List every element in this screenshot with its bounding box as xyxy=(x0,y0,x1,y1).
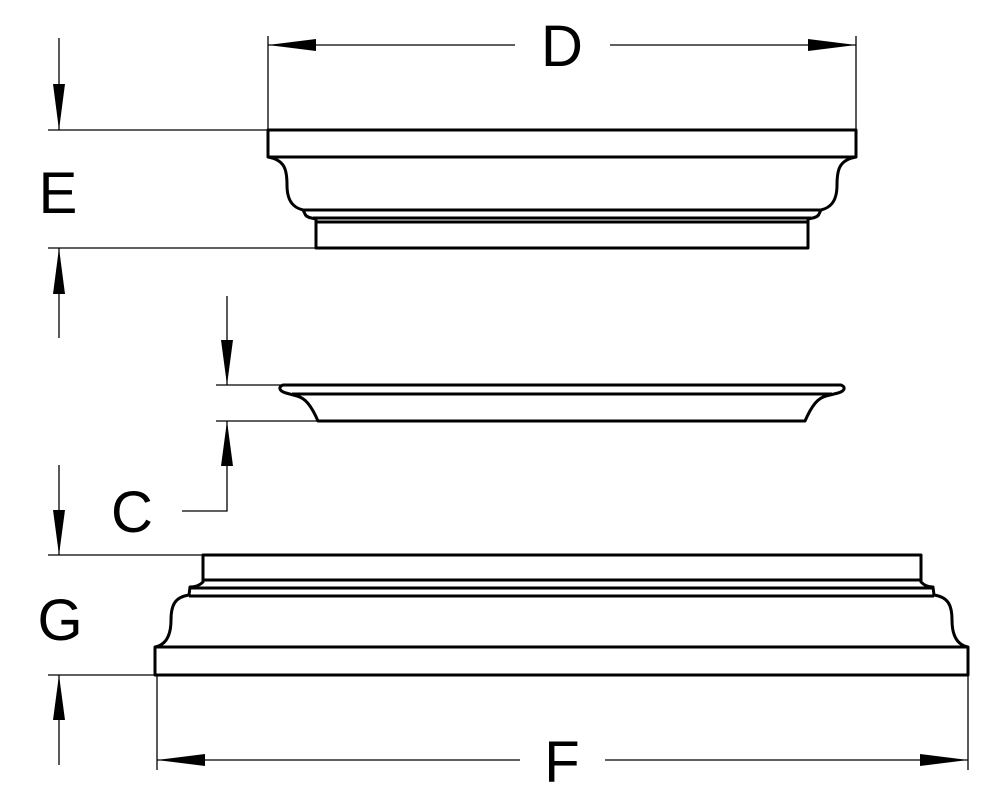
plate-part xyxy=(278,383,846,423)
label-d: D xyxy=(541,14,583,79)
label-e: E xyxy=(39,161,78,226)
label-g: G xyxy=(37,588,82,653)
dimension-d: D xyxy=(267,14,857,130)
label-f: F xyxy=(544,730,579,795)
label-c: C xyxy=(111,480,153,545)
base-part xyxy=(153,553,970,677)
dimension-g: G xyxy=(37,465,203,765)
dimension-c: C xyxy=(111,296,318,545)
capital-part xyxy=(266,128,858,250)
dimension-e: E xyxy=(39,38,316,338)
dimension-f: F xyxy=(156,675,969,795)
